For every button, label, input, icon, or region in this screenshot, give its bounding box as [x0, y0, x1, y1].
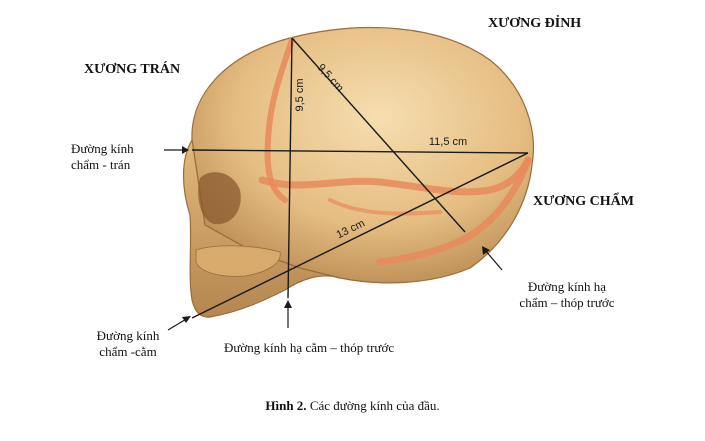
lambdoid-suture: [376, 156, 532, 266]
cranium: [191, 27, 535, 284]
label-occipitomental-line2: chẩm -cằm: [99, 344, 157, 359]
label-occipitofrontal-line2: chẩm - trán: [71, 157, 131, 172]
orbit: [198, 172, 241, 225]
squamosal-suture: [258, 156, 532, 196]
label-submentobregmatic: Đường kính hạ cằm – thóp trước: [224, 340, 395, 355]
measure-horizontal: 11,5 cm: [429, 136, 467, 148]
vertical-line: [287, 37, 293, 299]
label-occipitomental-line1: Đường kính: [96, 328, 160, 343]
label-occipitofrontal-line1: Đường kính: [71, 141, 134, 156]
occipitofrontal-line: [191, 149, 529, 154]
label-parietal: XƯƠNG ĐỈNH: [488, 16, 582, 31]
arrow-occipitomental: [167, 316, 191, 331]
occipitomental-line: [191, 152, 529, 319]
label-occipitomental: Đường kính chẩm -cằm: [80, 328, 176, 360]
arrow-submentobregmatic: [284, 300, 292, 328]
figure-caption: Hình 2. Các đường kính của đầu.: [0, 398, 705, 414]
suboccipitobregmatic-line: [291, 37, 466, 233]
maxilla: [195, 245, 281, 277]
label-occipital: XƯƠNG CHẨM: [533, 194, 634, 209]
coronal-suture: [264, 37, 295, 203]
label-frontal: XƯƠNG TRÁN: [84, 62, 181, 77]
temporal-suture: [328, 198, 442, 216]
label-suboccipitobregmatic-line1: Đường kính hạ: [527, 279, 607, 294]
measure-vertical: 9,5 cm: [294, 78, 306, 111]
label-suboccipitobregmatic: Đường kính hạ chẩm – thóp trước: [502, 279, 632, 311]
label-suboccipitobregmatic-line2: chẩm – thóp trước: [519, 295, 615, 310]
caption-label: Hình 2.: [265, 398, 307, 413]
arrow-suboccipitobregmatic: [482, 246, 503, 271]
label-occipitofrontal: Đường kính chẩm - trán: [71, 141, 134, 173]
arrow-occipitofrontal: [164, 146, 189, 154]
caption-text: Các đường kính của đầu.: [306, 398, 440, 413]
